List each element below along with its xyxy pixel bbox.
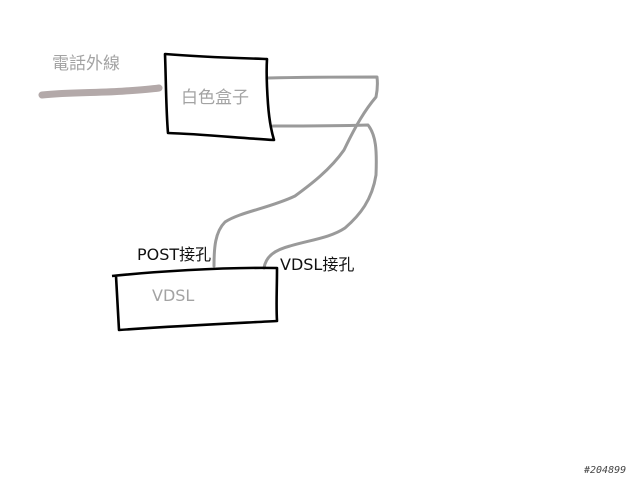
vdsl-port-label: VDSL接孔 bbox=[280, 255, 355, 274]
white-box-label: 白色盒子 bbox=[181, 88, 249, 108]
wire-to-post-port bbox=[212, 75, 379, 268]
phone-line-cable bbox=[38, 84, 163, 99]
watermark-text: #204899 bbox=[584, 465, 627, 476]
wire-to-vdsl-port bbox=[262, 123, 378, 270]
white-box-outline bbox=[163, 52, 276, 142]
phone-line-label: 電話外線 bbox=[52, 54, 120, 74]
post-port-label: POST接孔 bbox=[137, 245, 212, 264]
modem-label: VDSL bbox=[152, 286, 195, 305]
modem-outline bbox=[111, 266, 279, 332]
